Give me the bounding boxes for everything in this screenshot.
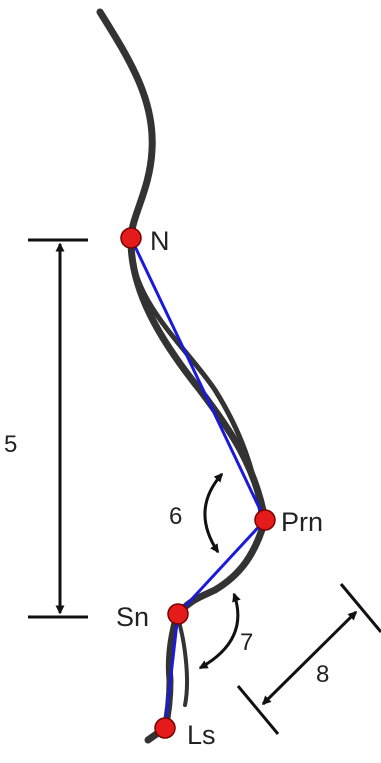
n-prn-line [129,237,267,521]
landmark-ls [154,717,176,739]
profile-outline-lip [175,613,189,707]
landmarks [120,227,276,739]
landmark-n [120,227,142,249]
profile-outline-inner [128,235,265,523]
measure-8-dimension [236,583,381,735]
measure-8-left-tick [236,685,280,735]
label-measure-7: 7 [240,629,253,656]
measure-8-arrow [261,610,358,706]
label-n: N [150,226,170,256]
label-measure-8: 8 [316,661,329,688]
label-ls: Ls [187,720,216,750]
prn-sn-line [176,518,267,616]
landmark-sn [167,603,189,625]
connector-lines [129,237,267,729]
label-prn: Prn [281,507,323,537]
measure-5-dimension [28,238,88,619]
label-measure-6: 6 [169,503,182,530]
measure-7-arc [198,592,241,670]
label-sn: Sn [116,602,149,632]
sn-ls-line [163,613,180,729]
measure-8-right-tick [339,583,381,633]
profile-outline [96,8,269,744]
label-measure-5: 5 [4,431,17,458]
landmark-prn [254,509,276,531]
measure-6-arc [203,472,224,554]
